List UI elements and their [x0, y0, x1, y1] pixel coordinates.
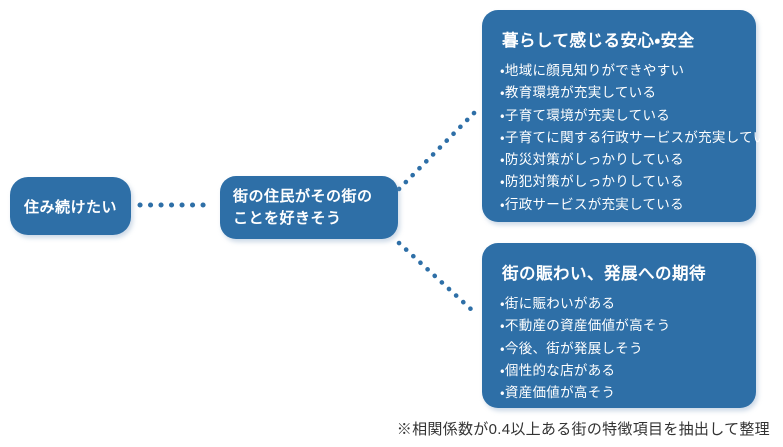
feature-item: ・個性的な店がある	[500, 362, 616, 378]
group-title: 暮らして感じる安心・安全	[502, 32, 695, 50]
feature-item: ・街に賑わいがある	[500, 296, 616, 311]
node-label-line1: 街の住民がその街の	[233, 187, 373, 205]
feature-item: ・教育環境が充実している	[500, 85, 657, 101]
feature-item: ・不動産の資産価値が高そう	[500, 318, 671, 334]
group-item-list: ・地域に顔見知りができやすい・教育環境が充実している・子育て環境が充実している・…	[500, 60, 781, 216]
group-title: 街の賑わい、発展への期待	[502, 265, 706, 283]
connector-center-to-top-group	[396, 107, 480, 192]
feature-item: ・行政サービスが充実している	[500, 196, 684, 212]
feature-item: ・防災対策がしっかりしている	[500, 152, 684, 168]
connector-center-to-bottom-group	[396, 240, 477, 315]
feature-item: ・子育て環境が充実している	[500, 107, 671, 123]
feature-item: ・今後、街が発展しそう	[500, 340, 643, 356]
feature-item: ・子育てに関する行政サービスが充実している	[500, 129, 781, 145]
feature-item: ・資産価値が高そう	[500, 385, 616, 401]
node-want-to-keep-living: 住み続けたい	[10, 177, 131, 235]
node-label: 住み続けたい	[23, 198, 117, 216]
feature-item: ・防犯対策がしっかりしている	[500, 174, 684, 190]
feature-item: ・地域に顔見知りができやすい	[500, 63, 685, 78]
node-residents-love-town: 街の住民がその街の ことを好きそう	[220, 176, 398, 239]
group-vibrancy-development: 街の賑わい、発展への期待 ・街に賑わいがある・不動産の資産価値が高そう・今後、街…	[482, 243, 756, 408]
footnote: ※相関係数が0.4以上ある街の特徴項目を抽出して整理	[396, 421, 770, 438]
node-label-line2: ことを好きそう	[233, 209, 342, 227]
group-safety-security: 暮らして感じる安心・安全 ・地域に顔見知りができやすい・教育環境が充実している・…	[482, 10, 781, 222]
group-item-list: ・街に賑わいがある・不動産の資産価値が高そう・今後、街が発展しそう・個性的な店が…	[500, 293, 740, 404]
